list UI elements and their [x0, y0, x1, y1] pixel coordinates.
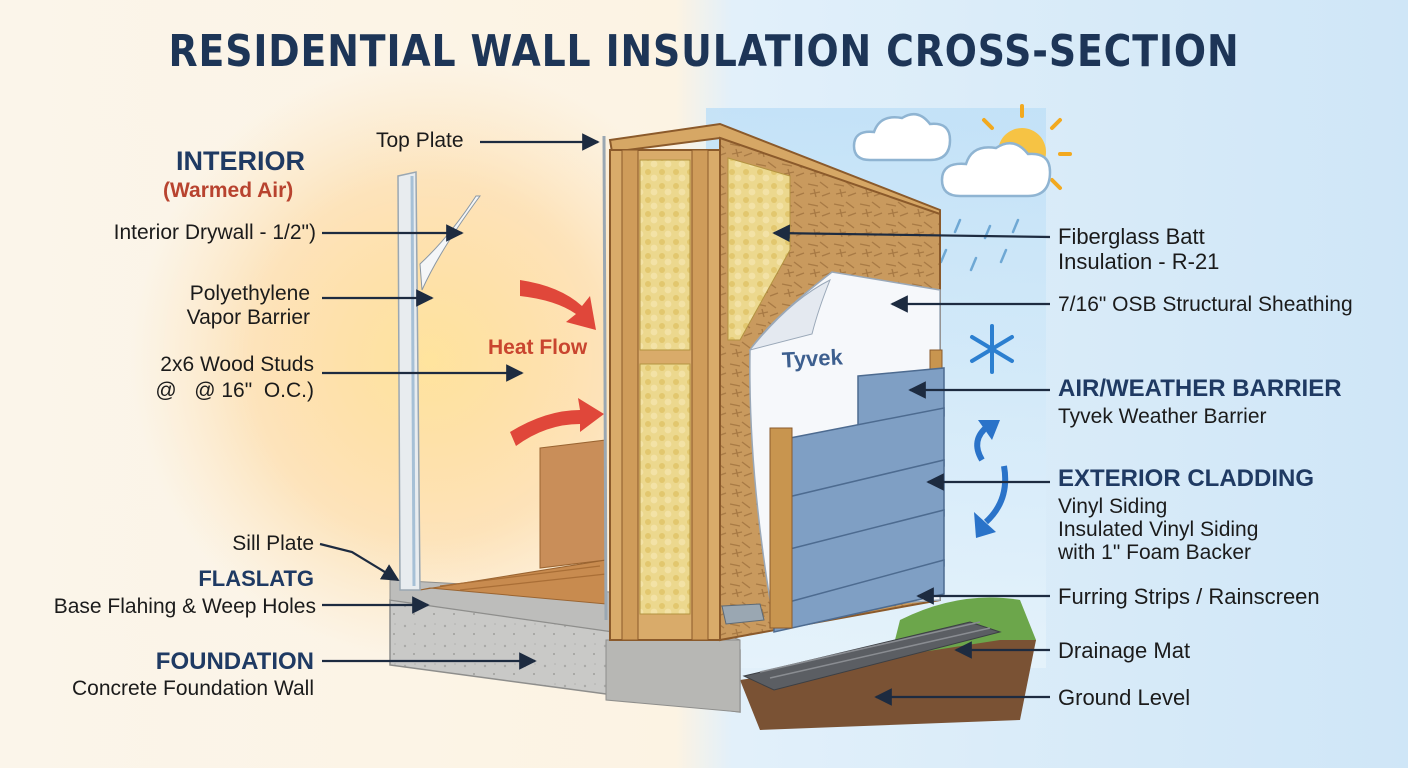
label-flashing: Base Flahing & Weep Holes [53, 595, 316, 618]
label-vapor-2: Vapor Barrier [186, 306, 310, 329]
leader-arrows [319, 133, 1051, 706]
label-studs-1: 2x6 Wood Studs [160, 353, 314, 376]
label-osb: 7/16" OSB Structural Sheathing [1058, 293, 1353, 316]
label-furring: Furring Strips / Rainscreen [1058, 584, 1320, 609]
label-drainage: Drainage Mat [1058, 638, 1191, 663]
interior-subheading: (Warmed Air) [163, 179, 294, 202]
label-vapor-1: Polyethylene [189, 282, 310, 305]
label-batt-1: Fiberglass Batt [1058, 224, 1205, 249]
label-studs-2: @ @ 16" O.C.) [155, 379, 314, 402]
label-ground: Ground Level [1058, 685, 1191, 710]
heat-arrow-icon [510, 280, 604, 446]
label-foundation: Concrete Foundation Wall [71, 677, 314, 700]
label-cladding-3: with 1" Foam Backer [1058, 541, 1252, 564]
heat-flow-label: Heat Flow [488, 336, 588, 359]
page-title: RESIDENTIAL WALL INSULATION CROSS-SECTIO… [168, 26, 1240, 77]
label-sill-plate: Sill Plate [232, 532, 314, 555]
tyvek-brand-label: Tyvek [781, 344, 844, 373]
label-foundation-heading: FOUNDATION [155, 648, 314, 675]
label-flashing-heading: FLASLATG [198, 566, 314, 591]
label-air: Tyvek Weather Barrier [1058, 405, 1267, 428]
label-cladding-1: Vinyl Siding [1058, 495, 1168, 518]
cloud-icon [852, 112, 1052, 198]
circulation-arrow-icon [974, 420, 1009, 538]
label-air-heading: AIR/WEATHER BARRIER [1058, 375, 1342, 402]
label-drywall: Interior Drywall - 1/2") [113, 221, 316, 244]
label-cladding-heading: EXTERIOR CLADDING [1058, 465, 1315, 492]
interior-heading: INTERIOR [176, 146, 306, 176]
label-top-plate: Top Plate [376, 129, 464, 152]
label-cladding-2: Insulated Vinyl Siding [1058, 518, 1259, 541]
snowflake-icon [970, 324, 1014, 374]
label-batt-2: Insulation - R-21 [1058, 249, 1220, 274]
